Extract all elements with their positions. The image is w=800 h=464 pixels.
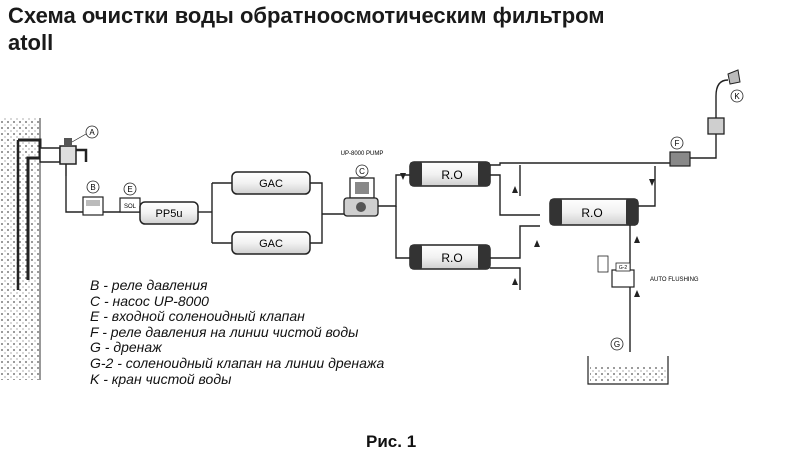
ro-3-label: R.O (581, 206, 602, 220)
legend-item: K - кран чистой воды (90, 370, 232, 387)
gac-filter-top: GAC (231, 171, 311, 195)
marker-a: A (89, 128, 95, 137)
source-faucet (39, 138, 88, 176)
diagram-title: Схема очистки воды обратноосмотическим ф… (8, 3, 605, 55)
marker-k: K (734, 92, 740, 101)
pipes (65, 79, 729, 352)
marker-e: E (127, 185, 132, 194)
gac-bottom-label: GAC (259, 238, 283, 250)
ro-2-label: R.O (441, 251, 462, 265)
figure-caption: Рис. 1 (366, 432, 417, 451)
flow-arrows (400, 173, 655, 297)
pressure-relay-b: B (82, 180, 104, 216)
ro-membrane-3: R.O (549, 198, 639, 226)
prefilter-pp5u: PP5u (139, 201, 199, 225)
clean-line-relay-f: F (669, 136, 691, 167)
ro-membrane-2: R.O (409, 244, 491, 270)
g2-label: G-2 (619, 265, 628, 271)
gac-top-label: GAC (259, 178, 283, 190)
marker-c: C (359, 167, 365, 176)
marker-b: B (90, 183, 95, 192)
drain-g: G (587, 337, 669, 385)
legend-item: C - насос UP-8000 (90, 292, 209, 309)
legend-item: E - входной соленоидный клапан (90, 308, 305, 325)
marker-f: F (675, 139, 680, 148)
clean-water-faucet-k: K (707, 69, 744, 135)
legend-item: G - дренаж (90, 339, 162, 356)
pp5u-label: PP5u (156, 208, 183, 220)
ro-membrane-1: R.O (409, 161, 491, 187)
legend-item: G-2 - соленоидный клапан на линии дренаж… (90, 354, 385, 371)
gac-filter-bottom: GAC (231, 231, 311, 255)
marker-g: G (614, 340, 620, 349)
pump-c: UP-8000 PUMP C (341, 151, 384, 217)
legend: B - реле давления C - насос UP-8000 E - … (90, 277, 410, 387)
legend-item: F - реле давления на линии чистой воды (90, 323, 359, 340)
drain-solenoid-g2: G-2 AUTO FLUSHING (597, 255, 699, 288)
inlet-solenoid-e: SOL E (119, 182, 141, 213)
wall (0, 118, 42, 380)
ro-1-label: R.O (441, 168, 462, 182)
sol-label: SOL (124, 204, 137, 210)
pump-label: UP-8000 PUMP (341, 151, 384, 157)
legend-item: B - реле давления (90, 277, 208, 293)
auto-flushing-label: AUTO FLUSHING (650, 277, 699, 283)
